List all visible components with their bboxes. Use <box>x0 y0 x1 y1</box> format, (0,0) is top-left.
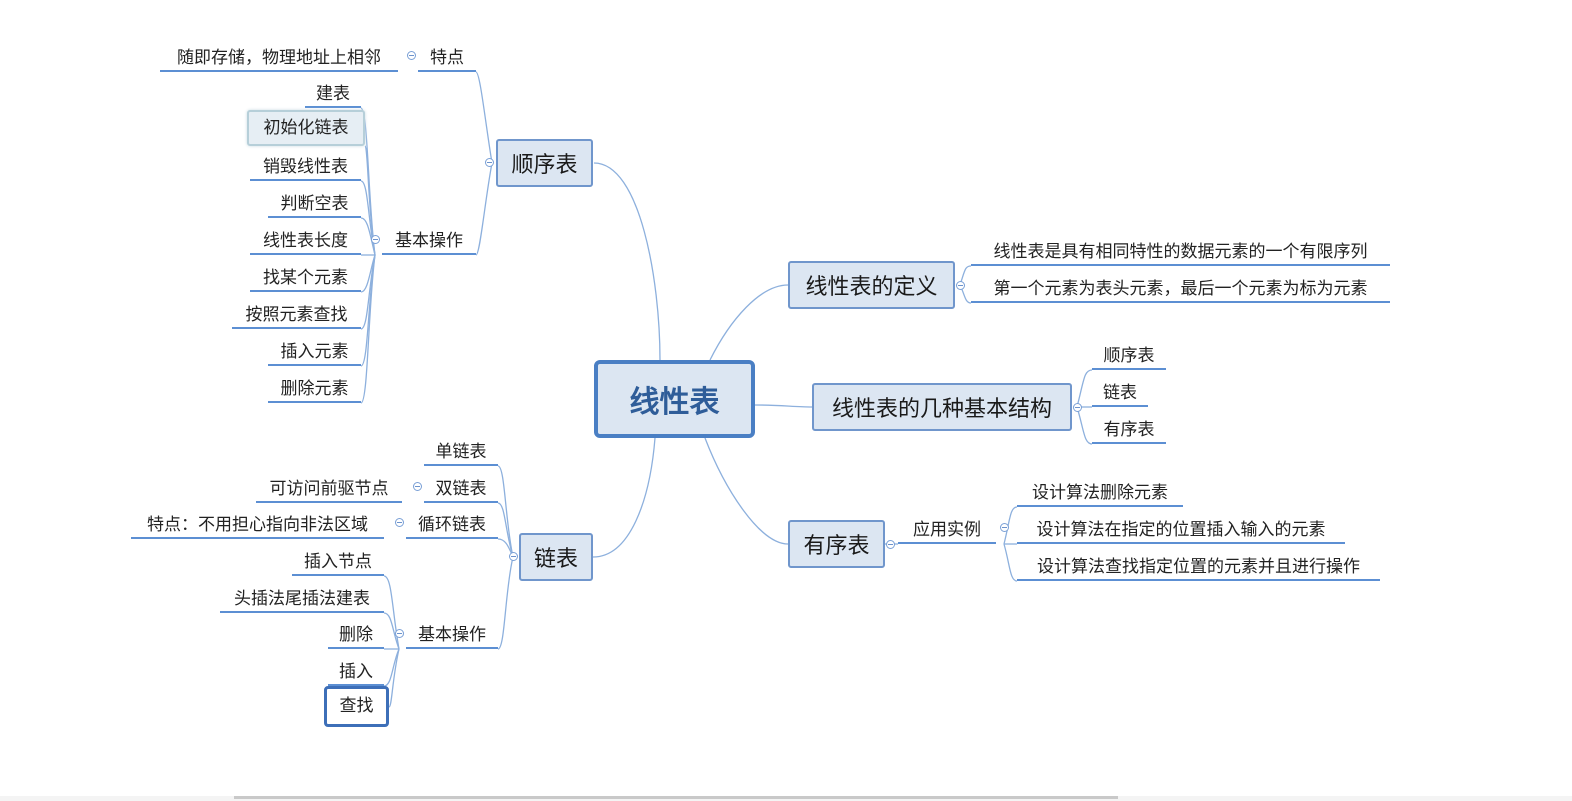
connector-line <box>360 217 376 256</box>
structure-item[interactable]: 有序表 <box>1092 416 1166 444</box>
connector-line <box>754 404 813 408</box>
linked-op-item[interactable]: 插入 <box>328 658 384 686</box>
connector-line <box>475 162 493 256</box>
linked-single[interactable]: 单链表 <box>424 438 498 466</box>
definition-item[interactable]: 线性表是具有相同特性的数据元素的一个有限序列 <box>971 238 1390 266</box>
collapse-toggle-icon[interactable] <box>509 552 518 561</box>
connector-line <box>383 648 400 687</box>
seq-op-item[interactable]: 线性表长度 <box>250 227 361 255</box>
seq-op-item[interactable]: 插入元素 <box>268 338 361 366</box>
topic-structures[interactable]: 线性表的几种基本结构 <box>812 383 1072 431</box>
connector-line <box>1076 406 1093 445</box>
topic-linked-list[interactable]: 链表 <box>519 533 593 581</box>
definition-item[interactable]: 第一个元素为表头元素，最后一个元素为标为元素 <box>971 275 1390 303</box>
connector-line <box>475 71 493 164</box>
connector-line <box>1076 369 1093 408</box>
connector-line <box>497 502 514 558</box>
connector-line <box>383 612 400 650</box>
collapse-toggle-icon[interactable] <box>485 158 494 167</box>
topic-definition[interactable]: 线性表的定义 <box>788 261 955 309</box>
connector-line <box>383 575 400 650</box>
linked-op-item[interactable]: 删除 <box>328 621 384 649</box>
structure-item[interactable]: 链表 <box>1092 379 1148 407</box>
seq-feature[interactable]: 特点 <box>418 44 476 72</box>
ordered-app[interactable]: 应用实例 <box>898 516 996 544</box>
collapse-toggle-icon[interactable] <box>395 629 404 638</box>
linked-op-item[interactable]: 头插法尾插法建表 <box>220 585 384 613</box>
collapse-toggle-icon[interactable] <box>1073 403 1082 412</box>
structure-item[interactable]: 顺序表 <box>1092 342 1166 370</box>
connector-line <box>704 437 789 545</box>
connector-line <box>593 162 661 361</box>
connector-line <box>1003 506 1018 545</box>
connector-line <box>592 437 656 558</box>
ordered-app-item[interactable]: 设计算法在指定的位置插入输入的元素 <box>1017 516 1345 544</box>
topic-seq-list[interactable]: 顺序表 <box>496 139 593 187</box>
linked-op-item[interactable]: 插入节点 <box>292 548 384 576</box>
linked-double-detail[interactable]: 可访问前驱节点 <box>256 475 402 503</box>
ordered-app-item[interactable]: 设计算法查找指定位置的元素并且进行操作 <box>1017 553 1380 581</box>
central-topic[interactable]: 线性表 <box>594 360 755 438</box>
collapse-toggle-icon[interactable] <box>413 482 422 491</box>
collapse-toggle-icon[interactable] <box>1000 523 1009 532</box>
linked-circular-detail[interactable]: 特点：不用担心指向非法区域 <box>131 511 384 539</box>
linked-op-item-focused[interactable]: 查找 <box>324 686 389 727</box>
ordered-app-item[interactable]: 设计算法删除元素 <box>1017 479 1183 507</box>
connector-line <box>388 648 400 708</box>
seq-feature-detail[interactable]: 随即存储，物理地址上相邻 <box>160 44 398 72</box>
seq-op-item[interactable]: 建表 <box>305 80 361 108</box>
linked-circular[interactable]: 循环链表 <box>406 511 498 539</box>
connector-line <box>709 284 789 361</box>
seq-op-item[interactable]: 删除元素 <box>268 375 361 403</box>
collapse-toggle-icon[interactable] <box>956 281 965 290</box>
connector-line <box>1003 543 1018 582</box>
collapse-toggle-icon[interactable] <box>886 540 895 549</box>
connector-line <box>497 465 514 558</box>
seq-op-item[interactable]: 判断空表 <box>268 190 361 218</box>
collapse-toggle-icon[interactable] <box>407 51 416 60</box>
connector-line <box>497 556 514 650</box>
seq-op-item[interactable]: 销毁线性表 <box>250 153 361 181</box>
linked-double[interactable]: 双链表 <box>424 475 498 503</box>
seq-op-item[interactable]: 找某个元素 <box>250 264 361 292</box>
topic-ordered-list[interactable]: 有序表 <box>788 520 885 568</box>
seq-op-item[interactable]: 按照元素查找 <box>232 301 361 329</box>
linked-ops[interactable]: 基本操作 <box>406 621 498 649</box>
connector-line <box>360 254 376 404</box>
collapse-toggle-icon[interactable] <box>395 518 404 527</box>
horizontal-scrollbar-thumb[interactable] <box>234 796 1118 799</box>
seq-op-item-selected[interactable]: 初始化链表 <box>247 110 365 146</box>
collapse-toggle-icon[interactable] <box>371 235 380 244</box>
seq-ops[interactable]: 基本操作 <box>382 227 476 255</box>
